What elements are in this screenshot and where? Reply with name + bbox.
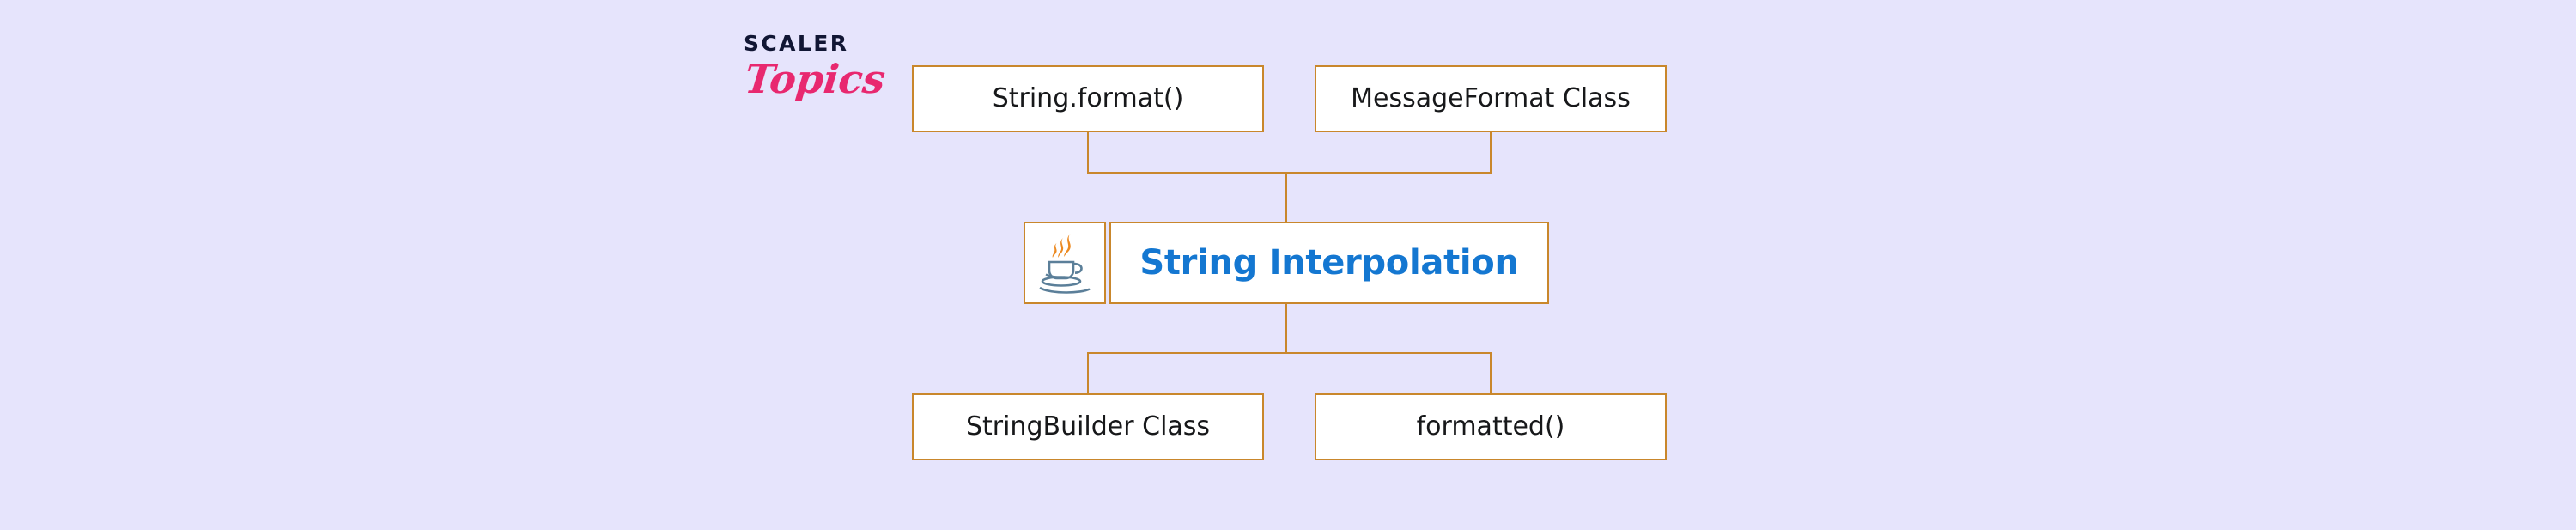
logo-wordmark-topics: Topics <box>742 56 888 102</box>
node-string-interpolation: String Interpolation <box>1109 222 1549 304</box>
node-string-format: String.format() <box>912 65 1264 132</box>
scaler-topics-logo: SCALER Topics <box>742 31 888 127</box>
connector-top-bus <box>1087 172 1492 174</box>
node-label: StringBuilder Class <box>965 411 1211 442</box>
connector-bus-to-formatted <box>1490 352 1492 393</box>
node-stringbuilder-class: StringBuilder Class <box>912 393 1264 460</box>
connector-messageformat-to-bus <box>1490 132 1492 174</box>
node-messageformat-class: MessageFormat Class <box>1315 65 1667 132</box>
node-label: MessageFormat Class <box>1351 83 1631 113</box>
connector-bottom-bus <box>1087 352 1492 354</box>
connector-top-bus-to-center <box>1285 172 1287 222</box>
node-label: formatted() <box>1416 411 1565 442</box>
java-logo-icon <box>1024 222 1106 304</box>
connector-center-to-bottom-bus <box>1285 304 1287 354</box>
node-formatted: formatted() <box>1315 393 1667 460</box>
logo-wordmark-scaler: SCALER <box>744 31 849 56</box>
node-label: String.format() <box>992 83 1184 113</box>
connector-bus-to-stringbuilder <box>1087 352 1089 393</box>
node-label: String Interpolation <box>1139 243 1519 283</box>
connector-string-format-to-bus <box>1087 132 1089 174</box>
